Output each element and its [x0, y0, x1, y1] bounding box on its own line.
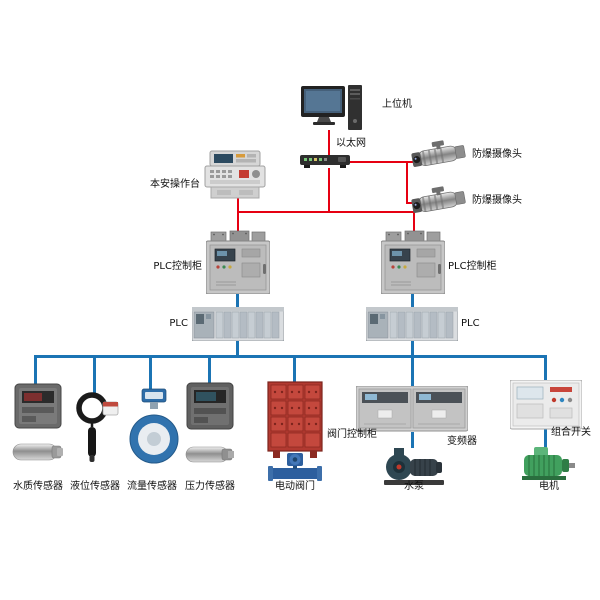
label-plc-cabinet-right: PLC控制柜 [448, 261, 497, 272]
pressure-sensor [184, 381, 236, 477]
label-electric-valve: 电动阀门 [275, 481, 315, 492]
label-host-computer: 上位机 [382, 99, 412, 110]
motor [518, 446, 578, 482]
label-pressure-sensor: 压力传感器 [185, 481, 235, 492]
explosion-proof-camera-bottom [410, 184, 470, 220]
fieldbus-drop-pressure [208, 355, 211, 383]
fieldbus-line-leftcab-to-plc [236, 292, 239, 308]
operator-console [203, 150, 267, 202]
ethernet-switch [300, 152, 350, 170]
label-inverter: 变频器 [447, 436, 477, 447]
ethernet-line-switch-to-cameras [346, 161, 414, 163]
fieldbus-line-rightplc-to-bus [411, 340, 414, 357]
label-flow-sensor: 流量传感器 [127, 481, 177, 492]
water-quality-sensor [12, 382, 64, 474]
fieldbus-drop-valve-cabinet [293, 355, 296, 382]
fieldbus-drop-flow [149, 355, 152, 389]
combination-switch-cabinet [509, 379, 583, 430]
label-motor: 电机 [539, 481, 559, 492]
label-plc-left: PLC [169, 318, 188, 329]
label-level-sensor: 液位传感器 [70, 481, 120, 492]
label-plc-right: PLC [461, 318, 480, 329]
label-water-pump: 水泵 [404, 481, 424, 492]
label-camera-top: 防爆摄像头 [472, 149, 522, 160]
valve-control-cabinet [266, 380, 324, 460]
fieldbus-drop-water-quality [34, 355, 37, 385]
ethernet-line-to-right-cabinet [413, 211, 415, 232]
ethernet-line-switch-down [328, 168, 330, 213]
ethernet-line-console-to-cabinet [237, 198, 239, 232]
ethernet-line-horizontal [237, 211, 415, 213]
ethernet-line-camera-drop [406, 161, 408, 204]
label-valve-control-cabinet: 阀门控制柜 [327, 429, 377, 440]
explosion-proof-camera-top [410, 138, 470, 174]
level-sensor [72, 389, 120, 469]
ethernet-line-host-to-switch [328, 130, 330, 155]
label-camera-bottom: 防爆摄像头 [472, 195, 522, 206]
host-computer [300, 85, 364, 135]
inverter-cabinet [355, 385, 469, 432]
flow-sensor [127, 387, 179, 467]
electric-valve [268, 452, 322, 482]
label-plc-cabinet-left: PLC控制柜 [153, 261, 202, 272]
label-water-quality-sensor: 水质传感器 [13, 481, 63, 492]
fieldbus-line-rightcab-to-plc [411, 292, 414, 308]
fieldbus-line-leftplc-to-bus [236, 340, 239, 357]
plc-rack-left [191, 306, 285, 342]
plc-rack-right [365, 306, 459, 342]
water-pump [382, 446, 446, 486]
label-combination-switch: 组合开关 [551, 427, 591, 438]
fieldbus-drop-combination-switch [544, 355, 547, 382]
label-operator-console: 本安操作台 [150, 179, 200, 190]
label-ethernet: 以太网 [336, 138, 366, 149]
fieldbus-drop-inverter [411, 355, 414, 388]
plc-control-cabinet-right [380, 230, 446, 295]
fieldbus-drop-level [93, 355, 96, 394]
fieldbus-line-switch-to-motor [544, 428, 547, 448]
plc-control-cabinet-left [205, 230, 271, 295]
fieldbus-line-inverter-to-pump [411, 432, 414, 448]
fieldbus-main-bus [34, 355, 547, 358]
